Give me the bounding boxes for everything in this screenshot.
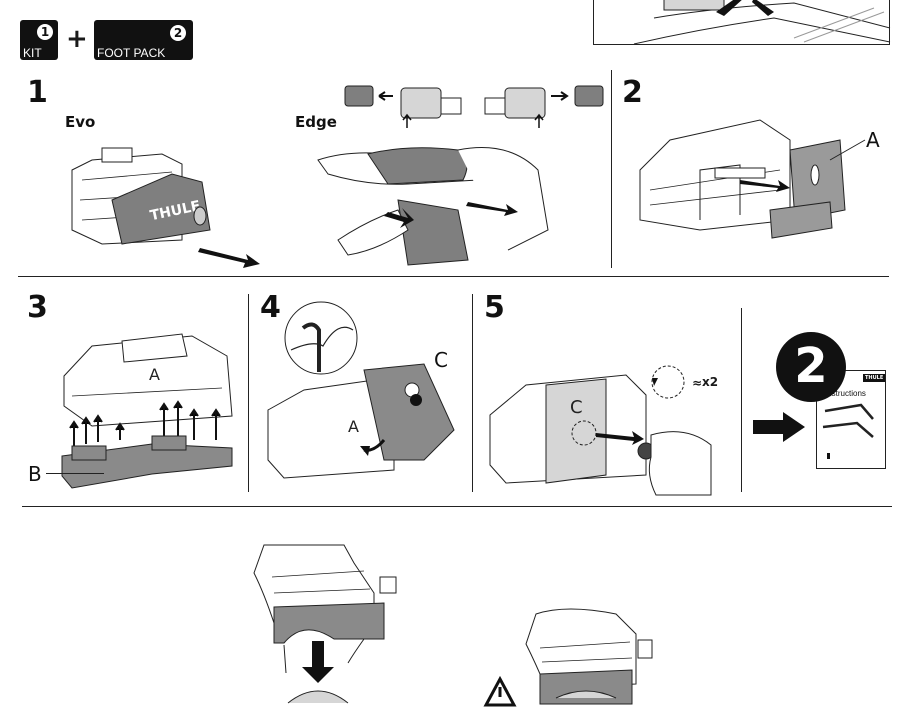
step-3-4-divider [248, 294, 249, 492]
step-3-foot-pads-illustration: A [61, 333, 233, 489]
reference-number: 2 [794, 338, 828, 394]
step-5-part-marking: C [570, 397, 583, 418]
step-1-2-divider [611, 70, 612, 268]
roof-illustration [633, 0, 891, 45]
top-right-illustration-frame [593, 0, 891, 45]
foot-pack-number: 2 [170, 25, 186, 41]
kit-label: KIT [23, 46, 42, 60]
step-1-edge-label: Edge [295, 113, 337, 131]
callout-c: C [434, 348, 448, 372]
step-5-screw-illustration: C [489, 374, 712, 496]
step-1-number: 1 [27, 75, 48, 110]
plus-sign: + [66, 24, 88, 54]
foot-pack-package-icon: 2 FOOT PACK [94, 20, 193, 60]
row-3-left-foot-illustration [253, 544, 397, 704]
warning-triangle-icon [483, 675, 517, 707]
reference-number-badge-icon: 2 [776, 332, 846, 402]
step-5-rotation-indicator-icon [651, 365, 685, 399]
reference-arrow-icon [753, 412, 805, 442]
reference-instructions-label: Instructions [825, 389, 866, 398]
step-3-part-marking: A [149, 365, 160, 384]
evo-direction-arrow-icon [198, 248, 260, 268]
step-4-5-divider [472, 294, 473, 492]
multiplier-label: x2 [702, 375, 719, 389]
kit-package-icon: 1 KIT [20, 20, 58, 60]
callout-b-leader [46, 473, 104, 474]
approx-symbol: ≈ [692, 376, 703, 390]
row-1-divider [18, 276, 889, 277]
callout-a: A [866, 128, 880, 152]
reference-brand: THULE [863, 374, 886, 382]
edge-foot-hands-illustration [317, 147, 549, 266]
callout-b: B [28, 462, 42, 486]
step-4-cover-illustration: A [267, 363, 455, 479]
step-1-evo-label: Evo [65, 113, 96, 131]
kit-number: 1 [37, 24, 53, 40]
row-2-divider [22, 506, 892, 507]
step-5-number: 5 [484, 290, 505, 325]
reference-bars-illustration [822, 403, 874, 459]
edge-cover-parts-illustration [344, 85, 604, 128]
step-2-number: 2 [622, 75, 643, 110]
evo-foot-illustration: THULE [71, 147, 211, 245]
step-2-adapter-illustration [639, 119, 866, 239]
step-3-number: 3 [27, 290, 48, 325]
step-4-part-marking: A [348, 417, 359, 436]
foot-pack-label: FOOT PACK [97, 46, 166, 60]
step-5-ref-divider [741, 308, 742, 492]
step-4-number: 4 [260, 290, 281, 325]
step-4-detail-circle [284, 301, 358, 375]
